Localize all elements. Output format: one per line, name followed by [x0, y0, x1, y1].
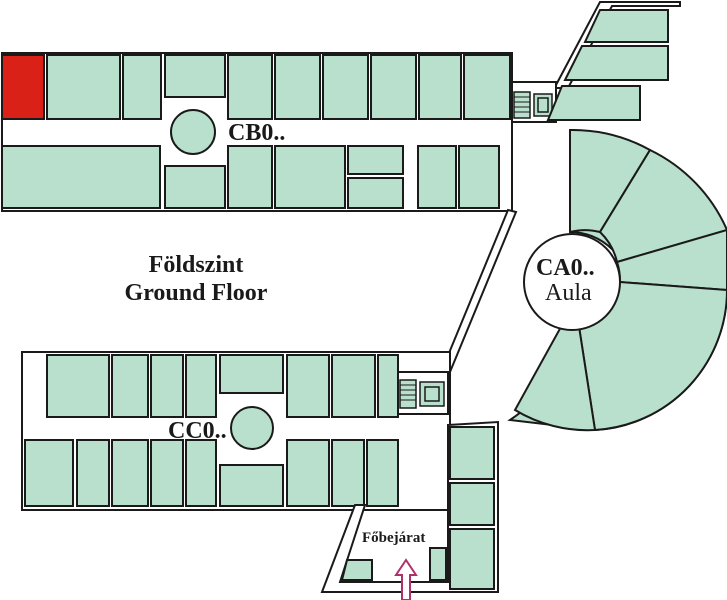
wing-cb-label: CB0..	[228, 120, 285, 146]
room[interactable]	[322, 54, 369, 120]
up-arrow-icon	[394, 558, 418, 600]
corridor	[440, 208, 518, 374]
circular-core	[170, 109, 216, 155]
room[interactable]	[583, 9, 669, 43]
room[interactable]	[219, 354, 284, 394]
wing-ca: CA0.. Aula	[507, 128, 727, 432]
room[interactable]	[150, 439, 184, 507]
room[interactable]	[331, 439, 365, 507]
room[interactable]	[274, 145, 346, 209]
room-highlighted[interactable]	[1, 54, 45, 120]
room[interactable]	[164, 165, 226, 209]
room[interactable]	[122, 54, 162, 120]
room[interactable]	[286, 439, 330, 507]
room[interactable]	[331, 354, 376, 418]
room[interactable]	[463, 54, 511, 120]
room[interactable]	[46, 354, 110, 418]
room[interactable]	[449, 528, 495, 590]
room[interactable]	[347, 145, 404, 175]
stairs-icon	[511, 81, 557, 123]
room[interactable]	[111, 354, 149, 418]
room[interactable]	[76, 439, 110, 507]
room[interactable]	[449, 482, 495, 526]
room[interactable]	[598, 148, 727, 264]
room[interactable]	[1, 145, 161, 209]
room[interactable]	[449, 426, 495, 480]
wing-ca-sublabel: Aula	[545, 280, 592, 306]
wing-ca-label: CA0..	[536, 255, 595, 281]
room[interactable]	[347, 177, 404, 209]
stairs-icon	[397, 371, 449, 415]
room[interactable]	[417, 145, 457, 209]
entrance-area: Főbejárat	[320, 420, 499, 600]
room[interactable]	[164, 54, 226, 98]
room[interactable]	[150, 354, 184, 418]
entrance-label: Főbejárat	[362, 530, 425, 546]
room[interactable]	[546, 85, 641, 121]
room[interactable]	[111, 439, 149, 507]
room[interactable]	[185, 439, 217, 507]
room[interactable]	[227, 54, 273, 120]
room[interactable]	[377, 354, 399, 418]
aula-center	[523, 233, 621, 331]
room[interactable]	[286, 354, 330, 418]
wing-cb: CB0..	[1, 52, 513, 212]
wing-cc: CC0..	[21, 351, 451, 511]
room[interactable]	[46, 54, 121, 120]
room[interactable]	[185, 354, 217, 418]
room[interactable]	[219, 464, 284, 507]
room[interactable]	[563, 45, 669, 81]
circular-core	[230, 406, 274, 450]
floor-title-en: Ground Floor	[125, 280, 268, 306]
room[interactable]	[458, 145, 500, 209]
floor-title-hu: Földszint	[149, 252, 244, 278]
room[interactable]	[274, 54, 321, 120]
room[interactable]	[227, 145, 273, 209]
room[interactable]	[370, 54, 417, 120]
room[interactable]	[366, 439, 399, 507]
room[interactable]	[340, 559, 373, 581]
wing-cc-label: CC0..	[168, 418, 227, 444]
room[interactable]	[24, 439, 74, 507]
room[interactable]	[418, 54, 462, 120]
room[interactable]	[429, 547, 447, 581]
